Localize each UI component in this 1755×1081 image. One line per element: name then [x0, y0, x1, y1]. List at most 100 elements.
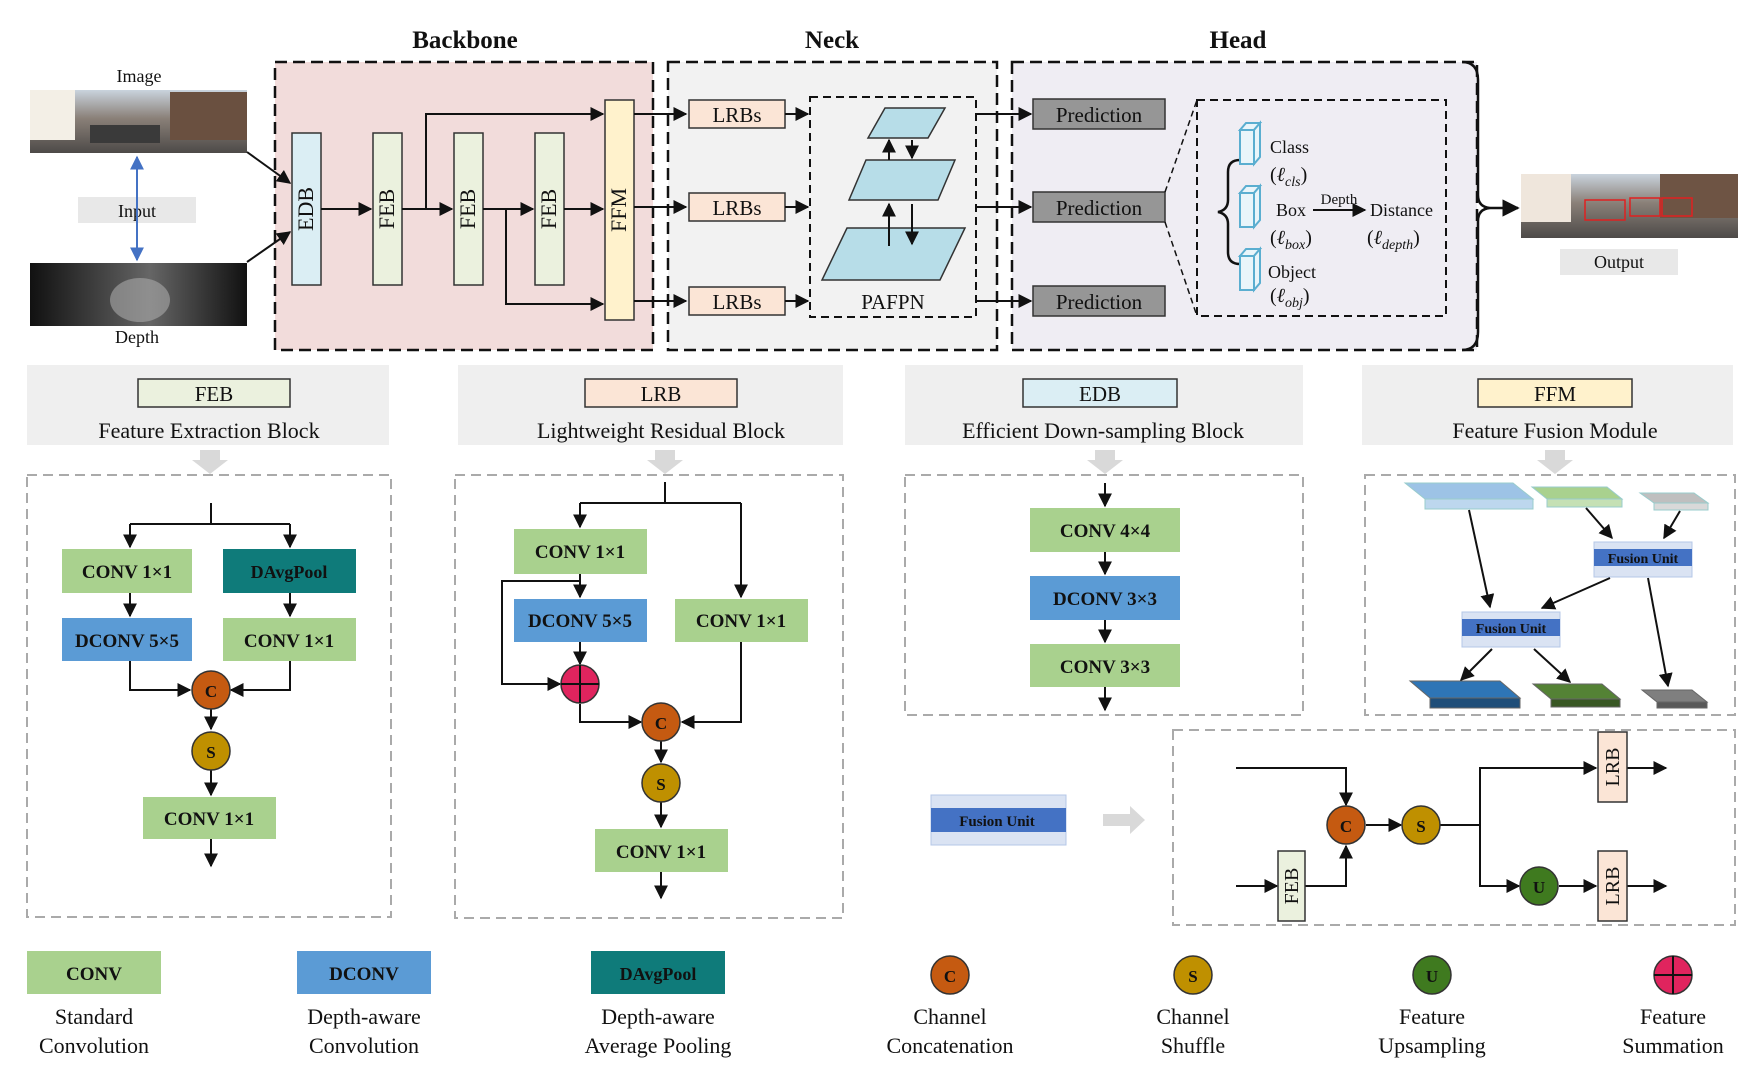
- output-label-box: [1560, 249, 1678, 275]
- fusion-unit-expand-arrow: [1103, 806, 1145, 834]
- lrb-sum-node: [560, 664, 600, 704]
- svg-text:FEB: FEB: [1281, 868, 1303, 905]
- svg-text:C: C: [205, 682, 217, 701]
- svg-text:LRB: LRB: [1602, 748, 1624, 787]
- depth-to-edb-arrow: [246, 231, 292, 263]
- distance-label: Distance: [1370, 200, 1433, 220]
- fusion-detail-lines: [1236, 761, 1668, 893]
- legend-summation: Feature Summation: [1622, 955, 1724, 1058]
- cube-icons: [1237, 120, 1263, 293]
- feb-block-3: FEB: [534, 132, 565, 286]
- pafpn-to-predictions: [976, 107, 1033, 308]
- pafpn-label: PAFPN: [861, 290, 924, 314]
- ffm-block: FFM: [604, 99, 635, 321]
- feb-shuffle-node: S: [191, 731, 231, 771]
- svg-text:LRB: LRB: [1602, 867, 1624, 906]
- class-loss: (ℓcls): [1270, 164, 1307, 190]
- neck-title: Neck: [805, 27, 859, 54]
- svg-text:S: S: [1188, 967, 1197, 986]
- svg-text:Fusion Unit: Fusion Unit: [1476, 622, 1547, 637]
- output-image: [1521, 174, 1738, 238]
- ffm-detail-lines: [1460, 507, 1681, 688]
- svg-text:U: U: [1426, 967, 1438, 986]
- svg-text:FFM: FFM: [1534, 382, 1576, 406]
- svg-text:DCONV: DCONV: [329, 964, 399, 985]
- prediction-1: Prediction: [1032, 98, 1166, 130]
- legend-upsample: U Feature Upsampling: [1378, 955, 1486, 1058]
- svg-text:Feature: Feature: [1399, 1004, 1465, 1029]
- feb-module-header: FEB Feature Extraction Block: [27, 365, 389, 474]
- lrb-conv1-c: CONV 1×1: [595, 829, 728, 872]
- svg-text:FEB: FEB: [374, 189, 399, 229]
- svg-text:CONV 1×1: CONV 1×1: [164, 809, 254, 830]
- svg-text:S: S: [1416, 817, 1425, 836]
- fusion-unit-frame: [1172, 729, 1736, 926]
- svg-text:Channel: Channel: [913, 1004, 986, 1029]
- svg-text:Prediction: Prediction: [1056, 196, 1143, 220]
- lrb-shuffle-node: S: [641, 763, 681, 803]
- feb-davgpool: DAvgPool: [223, 549, 356, 593]
- legend-shuffle: S Channel Shuffle: [1156, 955, 1230, 1058]
- input-depth: [30, 263, 247, 326]
- input-depth-label: Depth: [115, 327, 159, 347]
- lrb-detail-lines: [501, 482, 748, 900]
- svg-text:Depth-aware: Depth-aware: [601, 1004, 715, 1029]
- head-detail-brace: [1217, 158, 1241, 266]
- head-detail-zoom-lines: [1164, 99, 1198, 317]
- class-label: Class: [1270, 137, 1309, 157]
- fusion-concat-node: C: [1326, 805, 1366, 845]
- svg-text:EDB: EDB: [293, 187, 318, 231]
- svg-text:DCONV 5×5: DCONV 5×5: [75, 631, 179, 652]
- head-title: Head: [1210, 27, 1267, 54]
- svg-text:DCONV 3×3: DCONV 3×3: [1053, 589, 1157, 610]
- object-label: Object: [1268, 262, 1316, 282]
- svg-text:CONV 4×4: CONV 4×4: [1060, 521, 1151, 542]
- lrbs-to-pafpn: [785, 107, 810, 308]
- pafpn-arrows: [882, 138, 919, 246]
- edb-block: EDB: [291, 132, 322, 286]
- svg-text:CONV 1×1: CONV 1×1: [535, 542, 625, 563]
- svg-text:CONV: CONV: [66, 964, 122, 985]
- svg-text:LRBs: LRBs: [712, 103, 761, 127]
- svg-text:U: U: [1533, 878, 1545, 897]
- svg-text:FEB: FEB: [536, 189, 561, 229]
- svg-text:Shuffle: Shuffle: [1161, 1033, 1225, 1058]
- svg-text:DCONV 5×5: DCONV 5×5: [528, 611, 632, 632]
- svg-text:DAvgPool: DAvgPool: [620, 964, 697, 984]
- svg-text:Upsampling: Upsampling: [1378, 1033, 1486, 1058]
- feb-detail-lines: [123, 503, 297, 868]
- lrbs-1: LRBs: [688, 99, 786, 129]
- legend-dconv: DCONV Depth-aware Convolution: [297, 951, 431, 1058]
- edb-conv4: CONV 4×4: [1030, 508, 1180, 552]
- input-image-label: Image: [117, 66, 162, 86]
- svg-text:CONV 1×1: CONV 1×1: [82, 562, 172, 583]
- svg-text:CONV 3×3: CONV 3×3: [1060, 657, 1150, 678]
- legend-conv: CONV Standard Convolution: [27, 951, 161, 1058]
- ffm-to-lrbs: [634, 107, 688, 308]
- svg-text:Convolution: Convolution: [39, 1033, 149, 1058]
- input-image: [30, 90, 247, 153]
- svg-text:LRBs: LRBs: [712, 196, 761, 220]
- svg-text:CONV 1×1: CONV 1×1: [696, 611, 786, 632]
- output-label: Output: [1594, 252, 1644, 272]
- backbone-title: Backbone: [412, 27, 518, 54]
- ffm-input-slabs: [1403, 482, 1710, 511]
- svg-text:Concatenation: Concatenation: [886, 1033, 1013, 1058]
- ffm-output-slabs: [1408, 680, 1709, 709]
- object-loss: (ℓobj): [1270, 285, 1310, 311]
- pafpn-planes: [820, 107, 967, 281]
- svg-text:Standard: Standard: [55, 1004, 133, 1029]
- svg-text:Feature Fusion Module: Feature Fusion Module: [1452, 418, 1657, 443]
- lrbs-3: LRBs: [688, 286, 786, 316]
- legend-davgpool: DAvgPool Depth-aware Average Pooling: [585, 951, 731, 1058]
- edb-dconv3: DCONV 3×3: [1030, 576, 1180, 620]
- svg-text:Prediction: Prediction: [1056, 103, 1143, 127]
- fusion-lrb-top: LRB: [1597, 731, 1628, 803]
- svg-text:Fusion Unit: Fusion Unit: [959, 814, 1034, 830]
- svg-text:Efficient Down-sampling Block: Efficient Down-sampling Block: [962, 418, 1244, 443]
- fusion-shuffle-node: S: [1401, 805, 1441, 845]
- feb-block-1: FEB: [372, 132, 403, 286]
- feb-conv1-a: CONV 1×1: [62, 549, 192, 593]
